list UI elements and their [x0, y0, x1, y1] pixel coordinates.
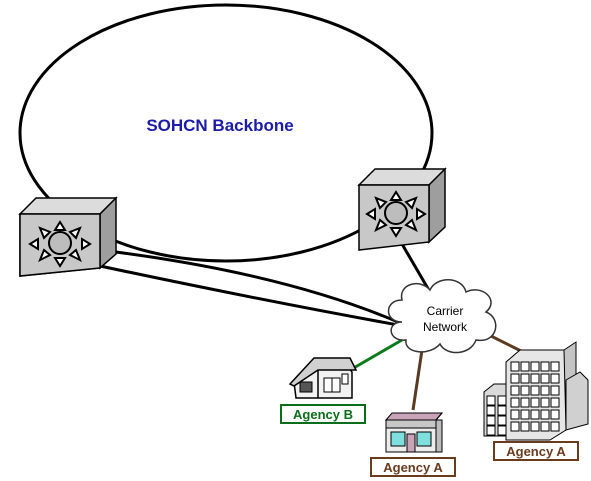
office-window	[510, 373, 520, 384]
office-window	[486, 425, 496, 436]
office-window	[510, 409, 520, 420]
office-window	[550, 421, 560, 432]
office-window	[510, 361, 520, 372]
office-window	[550, 409, 560, 420]
office-window	[540, 409, 550, 420]
office-window	[530, 385, 540, 396]
office-window	[540, 397, 550, 408]
office-window	[520, 385, 530, 396]
carrier-network-line2: Network	[422, 320, 467, 334]
office-window	[497, 405, 507, 416]
office-window	[550, 385, 560, 396]
link-left-router-to-cloud-lower	[99, 264, 399, 327]
office-window	[486, 415, 496, 426]
office-window	[540, 361, 550, 372]
office-window	[520, 397, 530, 408]
office-window	[520, 421, 530, 432]
office-window	[530, 361, 540, 372]
office-window	[550, 361, 560, 372]
office-window	[486, 405, 496, 416]
link-left-router-to-cloud-upper	[99, 248, 399, 324]
house-icon	[288, 357, 358, 399]
office-window	[550, 397, 560, 408]
office-window	[497, 395, 507, 406]
link-cloud-to-agency-a-store	[411, 349, 424, 411]
carrier-network-label: Carrier Network	[398, 303, 492, 335]
office-window	[497, 415, 507, 426]
agency-b-label: Agency B	[280, 404, 366, 424]
office-window	[510, 397, 520, 408]
office-window	[520, 361, 530, 372]
office-window	[530, 409, 540, 420]
office-window	[510, 385, 520, 396]
office-window	[530, 397, 540, 408]
storefront-icon	[384, 412, 444, 453]
office-window	[497, 425, 507, 436]
carrier-network-line1: Carrier	[426, 304, 464, 318]
router-icon	[357, 167, 447, 251]
backbone-ring	[18, 3, 434, 263]
office-window	[510, 421, 520, 432]
office-window	[540, 373, 550, 384]
office-window	[486, 395, 496, 406]
office-window	[530, 373, 540, 384]
office-window	[540, 421, 550, 432]
office-window	[520, 373, 530, 384]
office-window	[530, 421, 540, 432]
link-right-router-to-cloud	[400, 243, 432, 293]
office-window	[520, 409, 530, 420]
router-icon	[18, 196, 118, 277]
cloud-icon	[387, 279, 497, 354]
office-building-icon	[483, 341, 589, 441]
office-window	[550, 373, 560, 384]
backbone-title: SOHCN Backbone	[146, 116, 294, 135]
agency-a-store-label: Agency A	[370, 457, 456, 477]
office-window	[540, 385, 550, 396]
agency-a-office-label: Agency A	[493, 441, 579, 461]
